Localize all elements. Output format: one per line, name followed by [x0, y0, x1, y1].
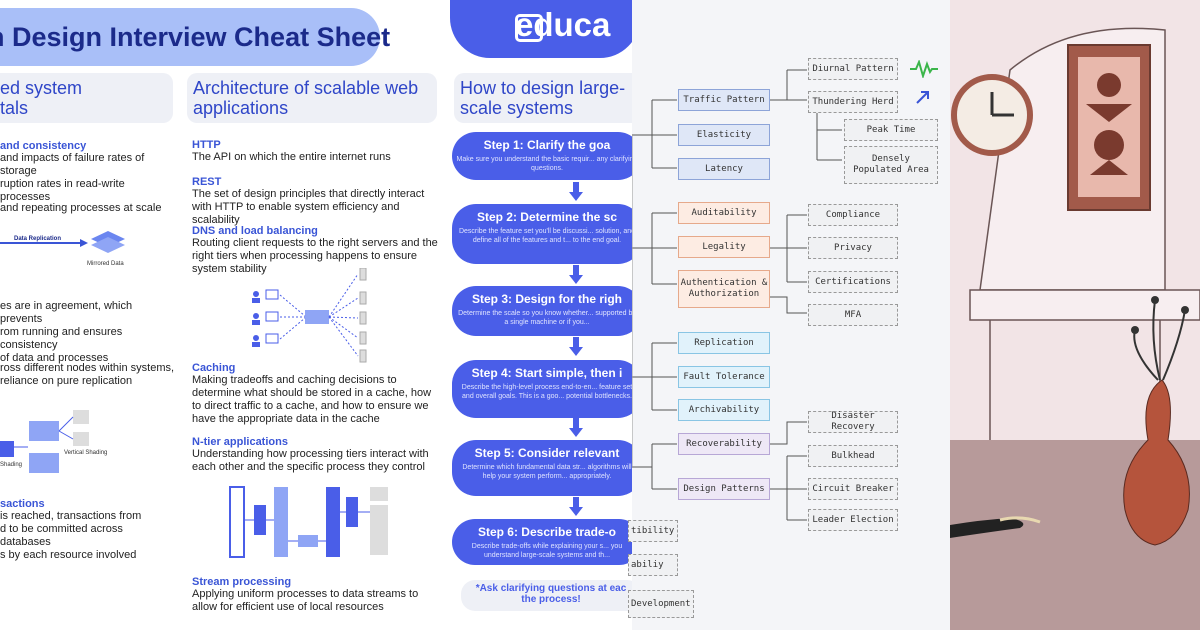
- col2-section-body: Understanding how processing tiers inter…: [192, 448, 429, 473]
- node-archivability: Archivability: [678, 399, 770, 421]
- n-tier-diagram: [229, 486, 388, 558]
- vertical-shading-label: Vertical Shading: [64, 450, 108, 456]
- node-authentication-authorization: Authentication & Authorization: [678, 270, 770, 308]
- step-2: Step 2: Determine the sc Describe the fea…: [452, 204, 632, 264]
- col2-section-body: Routing client requests to the right ser…: [192, 237, 438, 275]
- step-title: Step 4: Start simple, then i: [471, 366, 623, 380]
- col2-header: Architecture of scalable web application…: [187, 73, 437, 123]
- terminal-icon: [515, 14, 543, 42]
- pulse-icon: [910, 60, 938, 78]
- leaf-thundering-herd: Thundering Herd: [808, 91, 898, 113]
- step-4: Step 4: Start simple, then i Describe the…: [452, 360, 632, 418]
- step-body: Make sure you understand the basic requi…: [456, 156, 632, 172]
- leaf-disaster-recovery: Disaster Recovery: [808, 411, 898, 433]
- arrow-down-icon: [569, 497, 583, 517]
- col1-section-title: sactions: [0, 498, 45, 510]
- col2-section-title: Caching: [192, 362, 236, 374]
- node-design-patterns: Design Patterns: [678, 478, 770, 500]
- col2-section-title: HTTP: [192, 139, 221, 151]
- col3-header: How to design large-scale systems: [454, 73, 632, 123]
- mind-map-connectors: [632, 69, 842, 521]
- col2-section-body: Making tradeoffs and caching decisions t…: [192, 374, 432, 425]
- shading-diagram: [0, 410, 89, 473]
- fragment-tibility: tibility: [628, 520, 678, 542]
- arrow-down-icon: [569, 418, 583, 438]
- col1-section-body: es are in agreement, which prevents rom …: [0, 300, 133, 364]
- load-balancing-diagram: [252, 268, 367, 363]
- node-legality: Legality: [678, 236, 770, 258]
- step-body: Describe the high-level process end-to-e…: [461, 384, 632, 400]
- col2-section-title: Stream processing: [192, 576, 292, 588]
- illustration-panel: [950, 0, 1200, 630]
- cheat-sheet-panel: n Design Interview Cheat Sheet ed system…: [0, 0, 632, 613]
- col1-section-body: is reached, transactions from d to be co…: [0, 510, 142, 561]
- col2-section-title: REST: [192, 176, 222, 188]
- arrow-down-icon: [569, 265, 583, 285]
- step-body: Determine which fundamental data str... …: [462, 464, 632, 480]
- room-illustration: [950, 0, 1200, 630]
- leaf-diurnal-pattern: Diurnal Pattern: [808, 58, 898, 80]
- mind-map-panel: Traffic Pattern Elasticity Latency Diurn…: [632, 0, 950, 630]
- arrow-down-icon: [569, 337, 583, 357]
- node-fault-tolerance: Fault Tolerance: [678, 366, 770, 388]
- step-body: Describe the feature set you'll be discu…: [458, 228, 632, 244]
- col2-section-body: The set of design principles that direct…: [192, 188, 425, 226]
- clarify-note: *Ask clarifying questions at eac the pro…: [461, 580, 632, 611]
- col1-header: ed system tals: [0, 73, 173, 123]
- step-title: Step 2: Determine the sc: [476, 210, 618, 224]
- step-title: Step 6: Describe trade-o: [477, 525, 617, 539]
- trend-up-icon: [916, 91, 929, 104]
- step-body: Describe trade-offs while explaining you…: [471, 543, 623, 559]
- leaf-certifications: Certifications: [808, 271, 898, 293]
- leaf-densely-populated-area: Densely Populated Area: [844, 146, 938, 184]
- col2-section-title: N-tier applications: [192, 436, 288, 448]
- col1-section-body: and impacts of failure rates of storage …: [0, 152, 145, 203]
- leaf-compliance: Compliance: [808, 204, 898, 226]
- leaf-mfa: MFA: [808, 304, 898, 326]
- data-replication-label: Data Replication: [14, 236, 62, 242]
- arrow-down-icon: [569, 182, 583, 202]
- col2-section-title: DNS and load balancing: [192, 225, 318, 237]
- col2-section-body: The API on which the entire internet run…: [192, 151, 391, 163]
- node-latency: Latency: [678, 158, 770, 180]
- step-title: Step 1: Clarify the goa: [483, 138, 611, 152]
- col1-section-body: ross different nodes within systems, rel…: [0, 362, 175, 387]
- col2-section-body: Applying uniform processes to data strea…: [192, 588, 419, 613]
- step-title: Step 3: Design for the righ: [471, 292, 622, 306]
- shading-label: Shading: [0, 462, 23, 468]
- cheat-sheet-banner: n Design Interview Cheat Sheet: [0, 8, 390, 66]
- step-title: Step 5: Consider relevant: [474, 446, 620, 460]
- step-body: Determine the scale so you know whether.…: [458, 310, 632, 326]
- data-replication-diagram: [0, 231, 125, 253]
- col1-section-title: and consistency: [0, 140, 87, 152]
- node-traffic-pattern: Traffic Pattern: [678, 89, 770, 111]
- leaf-peak-time: Peak Time: [844, 119, 938, 141]
- node-replication: Replication: [678, 332, 770, 354]
- fragment-development: Development: [628, 590, 694, 618]
- leaf-bulkhead: Bulkhead: [808, 445, 898, 467]
- node-auditability: Auditability: [678, 202, 770, 224]
- node-recoverability: Recoverability: [678, 433, 770, 455]
- col1-section-body: and repeating processes at scale: [0, 202, 162, 214]
- leaf-privacy: Privacy: [808, 237, 898, 259]
- leaf-circuit-breaker: Circuit Breaker: [808, 478, 898, 500]
- mirrored-data-label: Mirrored Data: [87, 261, 124, 267]
- leaf-leader-election: Leader Election: [808, 509, 898, 531]
- node-elasticity: Elasticity: [678, 124, 770, 146]
- fragment-abiliy: abiliy: [628, 554, 678, 576]
